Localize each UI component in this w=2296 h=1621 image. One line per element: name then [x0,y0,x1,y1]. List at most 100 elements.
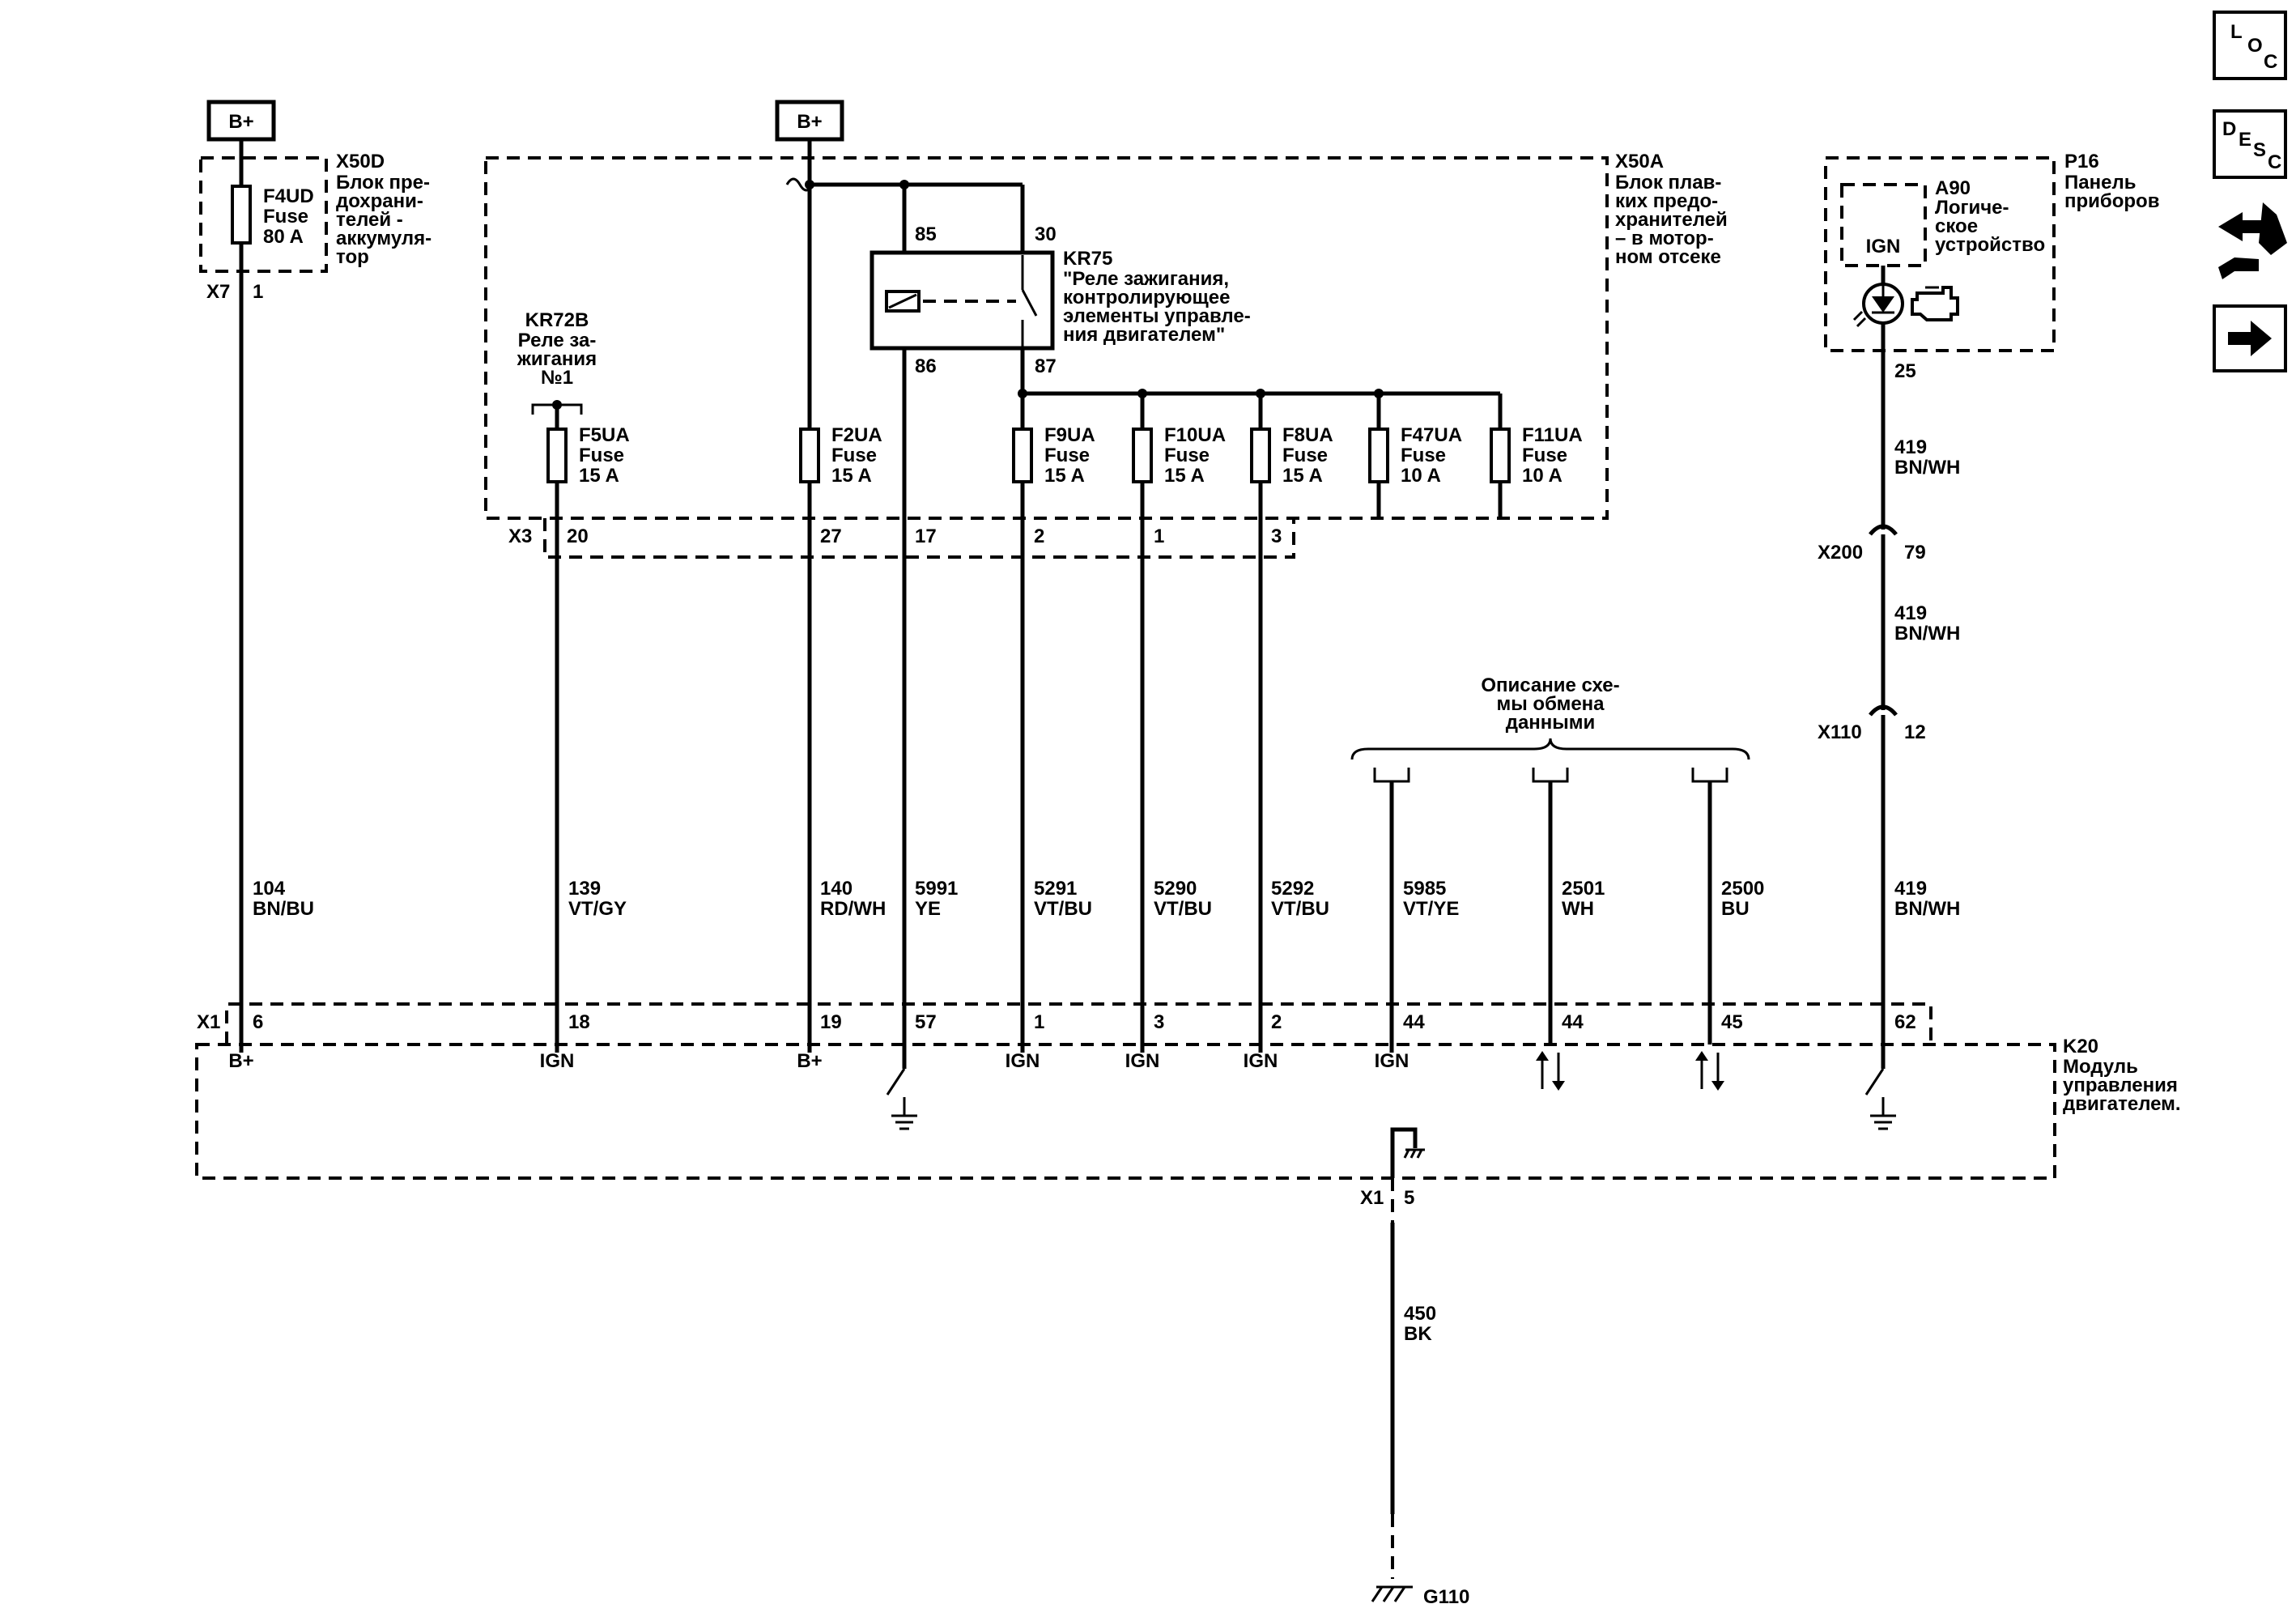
svg-text:6: 6 [253,1011,263,1033]
svg-text:BN/WH: BN/WH [1894,898,1960,920]
svg-text:5: 5 [1404,1187,1414,1209]
x50a-label: X50A Блок плав- ких предо- хранителей – … [1615,151,1728,268]
svg-text:18: 18 [568,1011,590,1033]
svg-text:"Реле зажигания,: "Реле зажигания, [1063,268,1229,290]
svg-text:15 A: 15 A [1282,465,1323,487]
svg-text:5292: 5292 [1271,878,1314,900]
svg-text:D: D [2222,118,2236,140]
fuse-f9ua: F9UA Fuse 15 A [1012,424,1095,487]
chassis-ground-icon [1390,1127,1425,1178]
svg-text:аккумуля-: аккумуля- [336,228,432,249]
svg-text:F10UA: F10UA [1164,424,1226,446]
svg-text:BN/WH: BN/WH [1894,457,1960,479]
svg-text:1: 1 [253,281,263,303]
svg-text:E: E [2239,129,2251,151]
svg-text:1: 1 [1034,1011,1044,1033]
svg-text:WH: WH [1562,898,1594,920]
connector-x3 [543,518,1295,559]
svg-text:419: 419 [1894,436,1927,458]
svg-text:ном отсеке: ном отсеке [1615,246,1721,268]
svg-text:контролирующее: контролирующее [1063,287,1230,308]
svg-text:VT/BU: VT/BU [1034,898,1092,920]
svg-text:5991: 5991 [915,878,958,900]
fuse-f5ua: F5UA Fuse 15 A [546,424,630,487]
svg-text:Блок пре-: Блок пре- [336,172,430,194]
svg-text:RD/WH: RD/WH [820,898,886,920]
svg-text:– в мотор-: – в мотор- [1615,228,1714,249]
svg-text:419: 419 [1894,878,1927,900]
svg-text:15 A: 15 A [1044,465,1085,487]
svg-text:C: C [2268,151,2281,173]
fuse-f4ud [231,185,252,245]
svg-text:Fuse: Fuse [831,445,877,466]
svg-text:управления: управления [2063,1074,2178,1096]
svg-text:62: 62 [1894,1011,1916,1033]
svg-text:Модуль: Модуль [2063,1056,2138,1078]
svg-text:2: 2 [1034,525,1044,547]
svg-text:BU: BU [1721,898,1750,920]
next-arrow-button[interactable] [2213,304,2287,372]
svg-text:B+: B+ [797,111,822,133]
desc-nav-button[interactable]: D E S C [2213,109,2287,179]
x50d-label: X50D Блок пре- дохрани- телей - аккумуля… [336,151,432,268]
b-plus-terminal-mid: B+ [775,100,844,142]
svg-text:F9UA: F9UA [1044,424,1095,446]
svg-text:450: 450 [1404,1303,1436,1325]
svg-text:27: 27 [820,525,842,547]
svg-text:2: 2 [1271,1011,1282,1033]
svg-text:KR72B: KR72B [525,309,589,331]
connector-x110-icon [1869,696,1898,1045]
svg-text:BN/BU: BN/BU [253,898,314,920]
svg-text:79: 79 [1904,542,1926,564]
loc-nav-button[interactable]: L O C [2213,11,2287,80]
svg-text:дохрани-: дохрани- [336,190,423,212]
k20-engine-control-module [195,1043,2056,1180]
svg-text:1: 1 [1154,525,1164,547]
svg-text:X1: X1 [197,1011,220,1033]
wrench-connector-icon[interactable] [2218,202,2287,279]
svg-text:419: 419 [1894,602,1927,624]
a90-label: A90 Логиче- ское устройство [1935,177,2045,256]
svg-text:X3: X3 [508,525,532,547]
svg-text:10 A: 10 A [1522,465,1563,487]
svg-text:17: 17 [915,525,937,547]
p16-label: P16 Панель приборов [2064,151,2159,212]
svg-text:140: 140 [820,878,852,900]
svg-text:хранителей: хранителей [1615,209,1728,231]
svg-text:устройство: устройство [1935,234,2045,256]
svg-text:X50D: X50D [336,151,385,172]
svg-text:B+: B+ [228,111,253,133]
svg-text:44: 44 [1403,1011,1425,1033]
svg-text:приборов: приборов [2064,190,2159,212]
svg-text:F11UA: F11UA [1522,424,1583,446]
svg-text:VT/GY: VT/GY [568,898,627,920]
svg-text:O: O [2247,35,2263,57]
svg-text:5985: 5985 [1403,878,1446,900]
svg-text:IGN: IGN [1244,1050,1278,1072]
svg-text:Fuse: Fuse [263,206,308,228]
svg-text:двигателем.: двигателем. [2063,1093,2181,1115]
svg-text:30: 30 [1035,223,1057,245]
x50d-fuse-block [199,156,328,273]
svg-text:L: L [2230,21,2243,43]
svg-text:IGN: IGN [1375,1050,1409,1072]
svg-text:2501: 2501 [1562,878,1605,900]
svg-text:86: 86 [915,355,937,377]
svg-text:Fuse: Fuse [1282,445,1328,466]
connector-x200-icon [1869,510,1898,696]
svg-text:IGN: IGN [1866,236,1901,257]
svg-text:VT/BU: VT/BU [1154,898,1212,920]
svg-text:IGN: IGN [1006,1050,1040,1072]
svg-text:139: 139 [568,878,601,900]
x50a-fuse-block [484,156,1609,520]
comm-tap-2 [1532,768,1569,783]
svg-text:15 A: 15 A [831,465,872,487]
svg-text:BK: BK [1404,1323,1432,1345]
svg-text:X50A: X50A [1615,151,1664,172]
svg-text:F5UA: F5UA [579,424,630,446]
svg-text:25: 25 [1894,360,1916,382]
svg-text:3: 3 [1154,1011,1164,1033]
connector-x1 [225,1002,1932,1045]
svg-text:Панель: Панель [2064,172,2136,194]
svg-text:VT/BU: VT/BU [1271,898,1329,920]
